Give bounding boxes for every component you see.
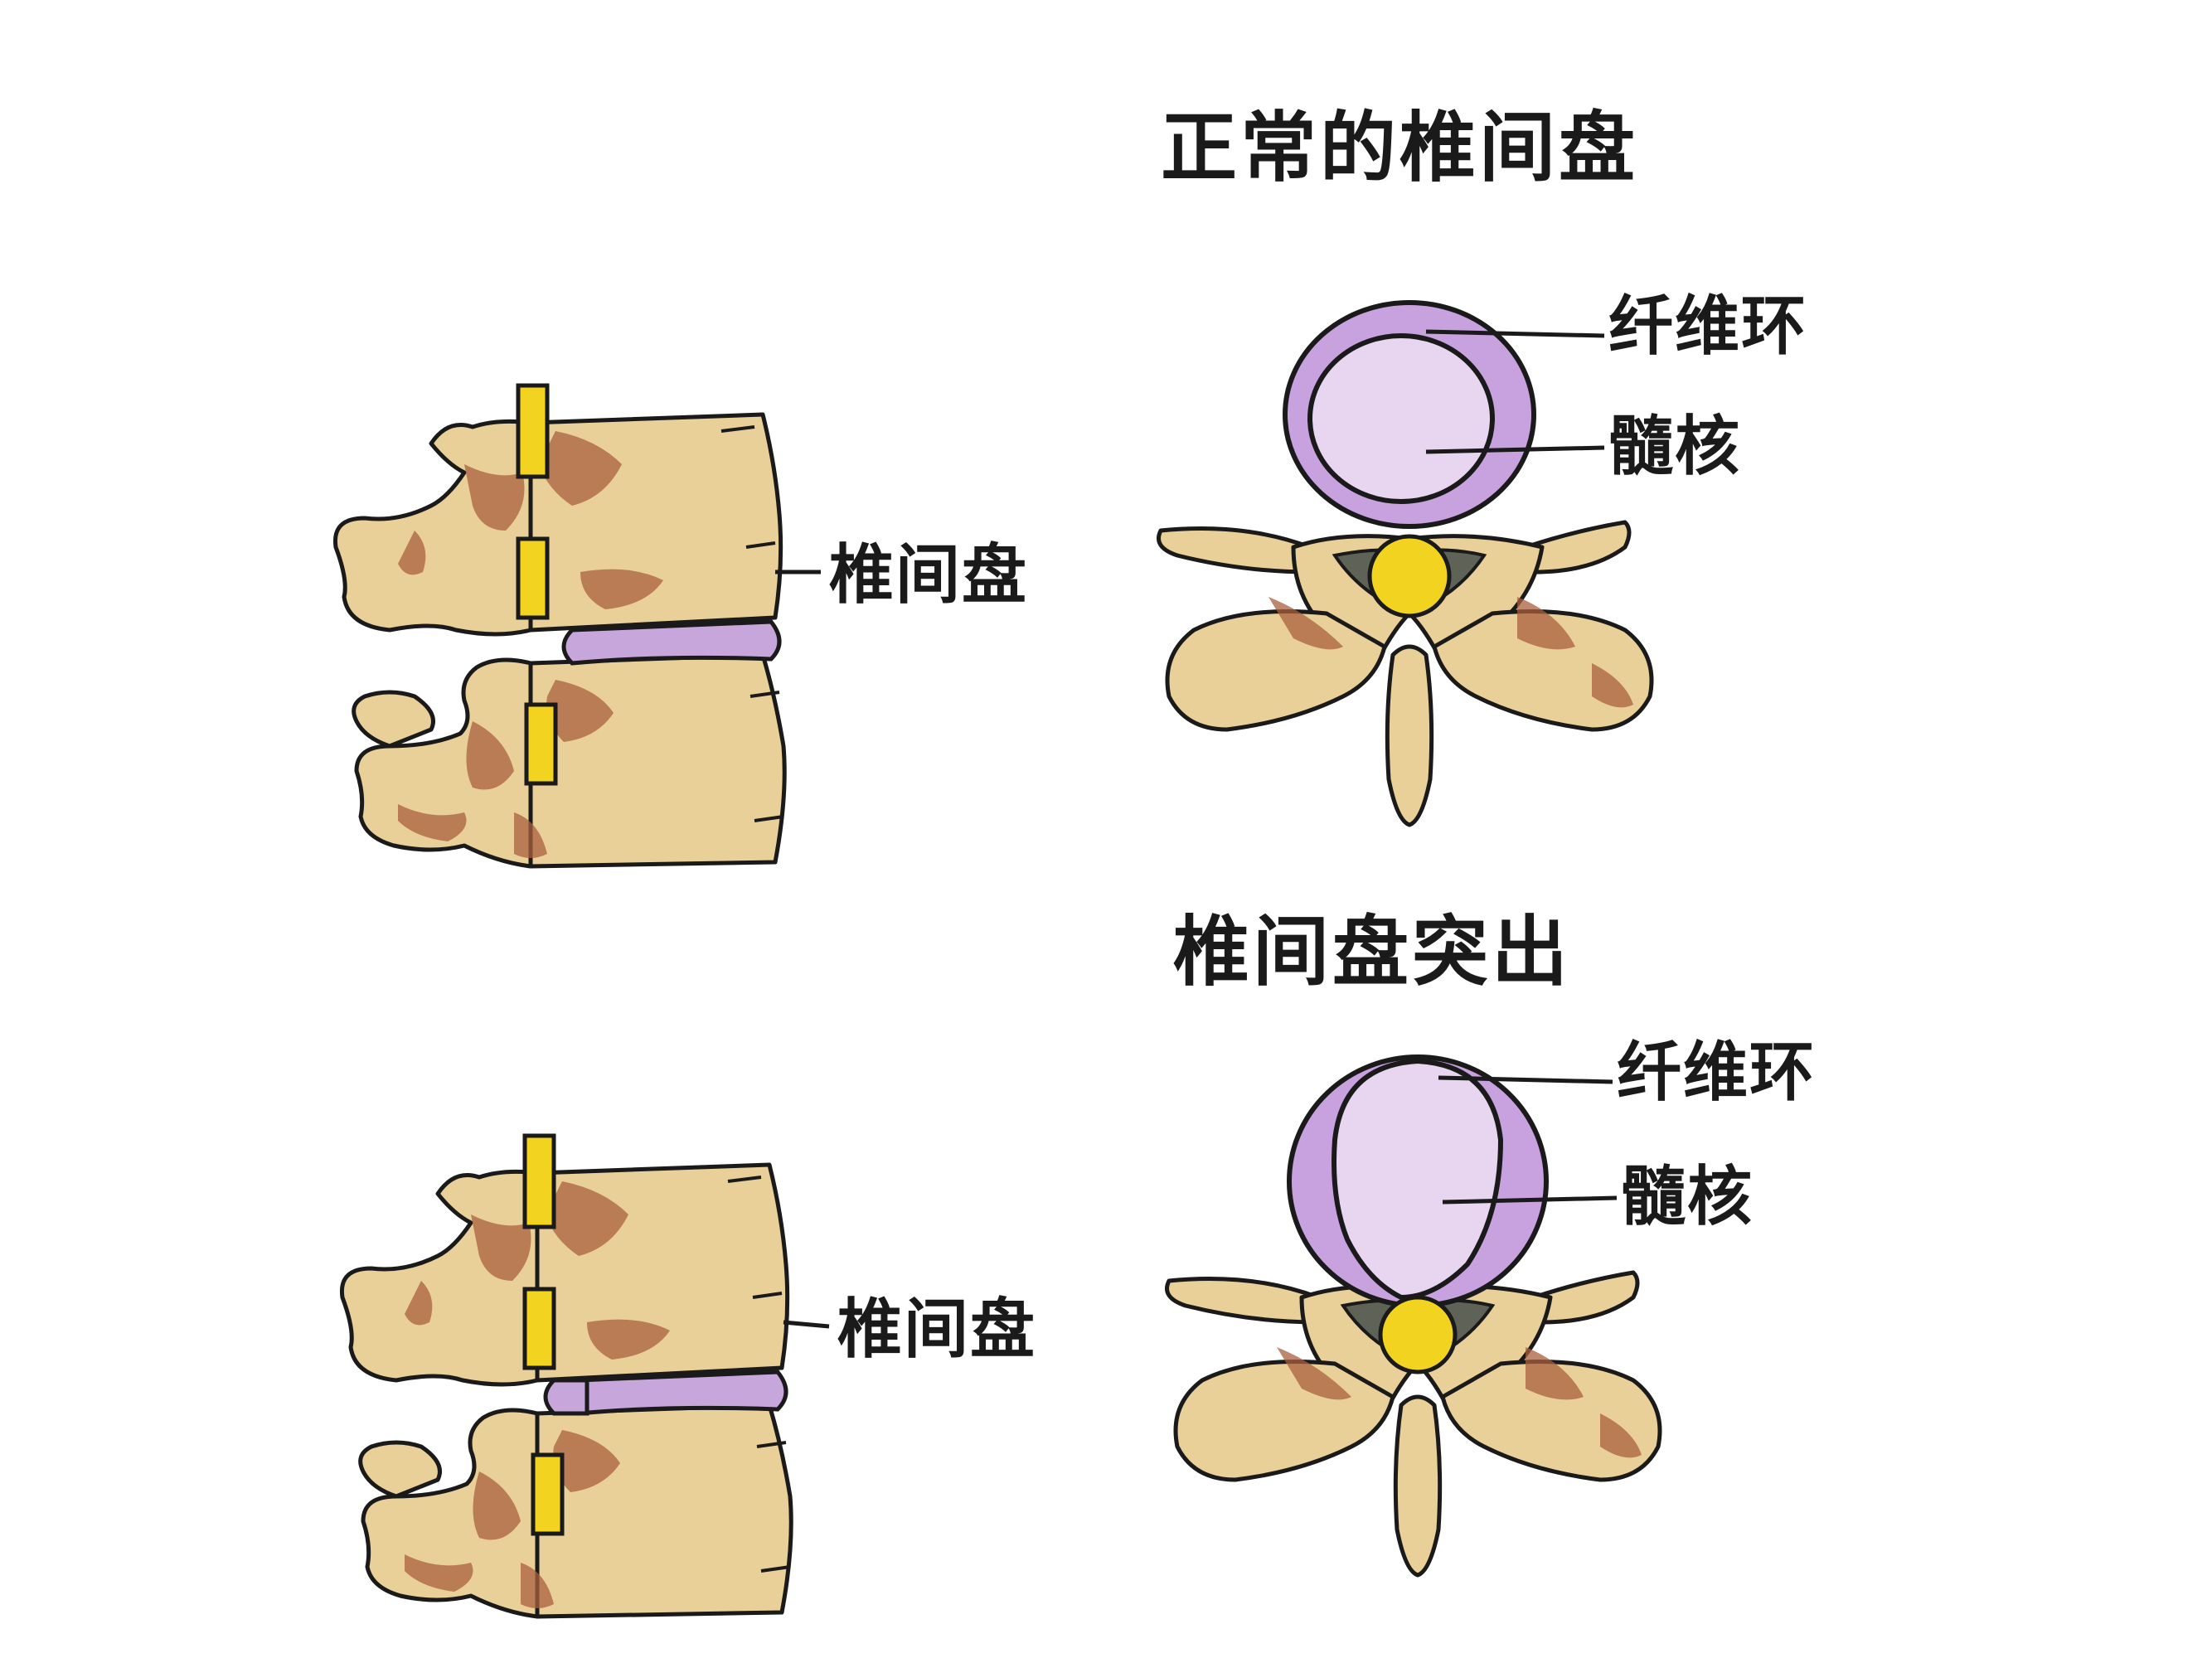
herniated-side-view [342,1136,791,1617]
normal-annulus-leader [1425,329,1605,338]
herniated-nucleus [1332,1058,1504,1301]
normal-title: 正常的椎间盘 [1161,104,1638,192]
normal-spinal-cord [1367,534,1452,618]
normal-side-label: 椎间盘 [829,538,1028,613]
herniated-axial-view [1167,1054,1661,1575]
normal-nucleus-label: 髓核 [1608,410,1741,484]
normal-nucleus [1307,333,1495,504]
herniated-nucleus-label: 髓核 [1621,1160,1754,1234]
herniated-nucleus-leader [1442,1195,1618,1205]
herniated-annulus-leader [1438,1075,1613,1084]
herniated-title: 椎间盘突出 [1173,908,1571,996]
herniated-side-label: 椎间盘 [837,1292,1036,1367]
normal-diagram: 正常的椎间盘 椎间盘 纤维环 髓核 [335,104,1807,866]
herniated-annulus-label: 纤维环 [1617,1035,1816,1110]
normal-axial-view [1159,300,1652,825]
herniated-side-leader [783,1320,830,1329]
normal-side-view [335,385,784,866]
herniated-spinal-cord [1378,1295,1458,1374]
normal-nucleus-leader [1425,445,1605,454]
herniated-diagram: 椎间盘突出 椎间盘 纤维环 髓核 [342,908,1816,1617]
normal-annulus-label: 纤维环 [1608,289,1807,364]
